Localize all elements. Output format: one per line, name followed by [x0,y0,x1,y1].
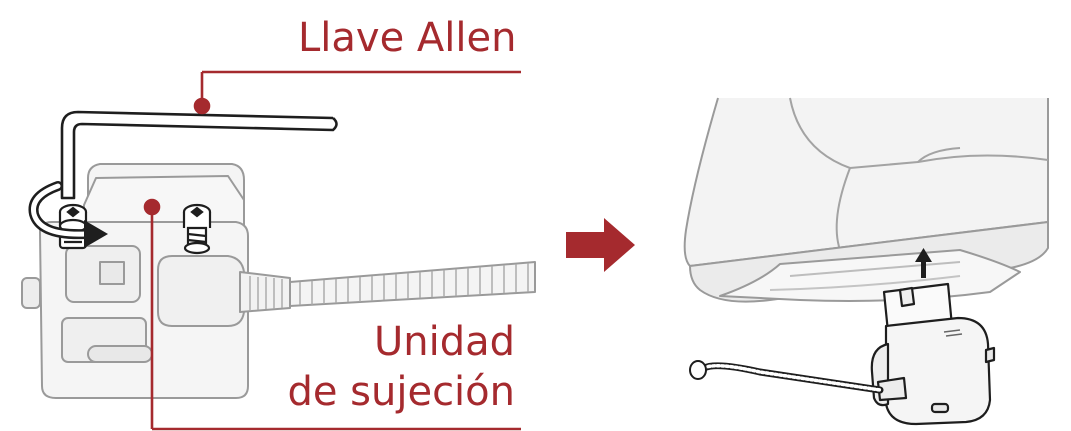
clamp-notch [100,262,124,284]
callout-allen-key [195,72,521,113]
screw-left [60,205,86,248]
microphone-cable [290,262,535,306]
clamp-side-knob [22,278,40,308]
boom-microphone [690,361,880,390]
clamp-bottom-slot [88,346,152,362]
attached-clamp [872,284,994,424]
right-arrow-icon [566,218,635,272]
cable-connector [158,256,244,326]
screw-right [184,205,210,253]
clamp-unit-label-line1: Unidad [374,322,515,362]
helmet-illustration [685,98,1048,302]
clamp-unit-label-line2: de sujeción [287,372,515,412]
allen-key-label: Llave Allen [298,18,516,58]
